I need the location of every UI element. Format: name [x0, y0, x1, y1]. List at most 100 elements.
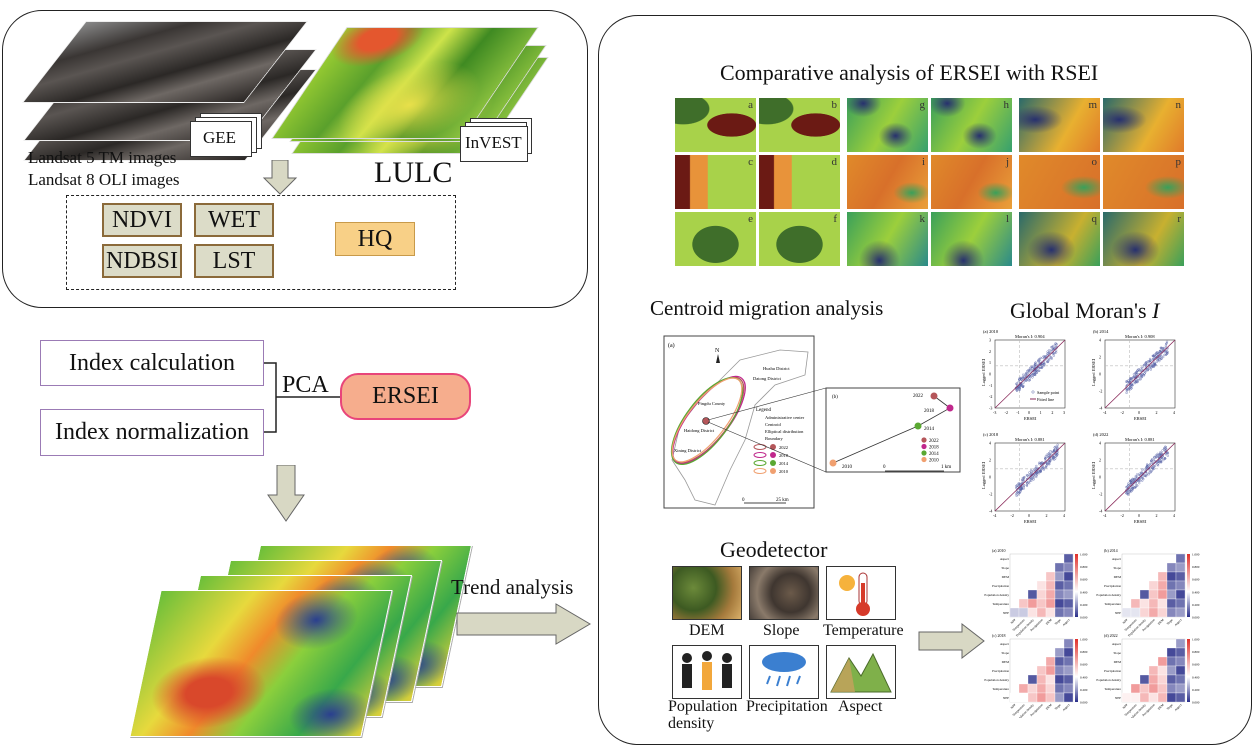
- invest-document-icon: [460, 126, 528, 162]
- sample-point: [1026, 477, 1029, 481]
- sample-point: [1033, 363, 1036, 366]
- y-axis-label: Lagged ERSEI: [1091, 461, 1096, 489]
- sample-point: [1141, 476, 1144, 479]
- gee-document-icon: [190, 121, 252, 157]
- sample-point: [1030, 365, 1033, 369]
- heatmap-cell: [1063, 562, 1074, 573]
- sample-point: [1028, 378, 1031, 381]
- heatmap-cell: [1045, 692, 1056, 703]
- svg-text:Fitted line: Fitted line: [1037, 397, 1054, 402]
- centroid-2010: [829, 459, 837, 467]
- row-label: NPP: [1115, 611, 1121, 615]
- heatmap-cell: [1175, 665, 1186, 676]
- x-tick: -4: [993, 513, 996, 518]
- x-tick: 2: [1156, 513, 1158, 518]
- sample-point: [1156, 463, 1159, 466]
- sample-point: [1155, 356, 1159, 359]
- sample-point: [1163, 457, 1167, 460]
- heatmap-cell: [1018, 598, 1029, 609]
- plot-label: (b) 2014: [1093, 329, 1109, 334]
- sample-point: [1134, 379, 1137, 382]
- heatmap-cell: [1130, 598, 1141, 609]
- sample-point: [1038, 461, 1041, 464]
- sample-point: [1142, 374, 1146, 377]
- sample-point: [1128, 381, 1131, 384]
- sample-point: [1055, 349, 1058, 352]
- colorbar-tick: 1.000: [1080, 553, 1088, 557]
- svg-text:2022: 2022: [913, 394, 924, 399]
- heatmap-cell: [1148, 674, 1159, 685]
- sample-point: [1144, 371, 1147, 374]
- heatmap-cell: [1027, 589, 1038, 600]
- heatmap-cell: [1148, 607, 1159, 618]
- sample-point: [1034, 370, 1037, 373]
- heatmap-cell: [1027, 598, 1038, 609]
- svg-text:Legend: Legend: [756, 408, 771, 413]
- sample-point: [1020, 483, 1024, 486]
- col-label: DEM: [1045, 703, 1053, 711]
- heatmap-cell: [1045, 656, 1056, 667]
- sample-point: [1130, 488, 1133, 491]
- sample-point: [1035, 474, 1038, 477]
- sample-point: [1156, 353, 1159, 356]
- col-label: Slope: [1054, 617, 1062, 625]
- x-tick: 4: [1173, 513, 1175, 518]
- fitted-line: [1104, 442, 1176, 512]
- landsat-8-label: Landsat 8 OLI images: [28, 170, 180, 189]
- heatmap-cell: [1148, 683, 1159, 694]
- heatmap-cell: [1063, 638, 1074, 649]
- comparative-title: Comparative analysis of ERSEI with RSEI: [720, 60, 1099, 85]
- panel-letter: f: [833, 213, 837, 225]
- sample-point: [1023, 375, 1026, 378]
- heatmap-cell: [1009, 607, 1020, 618]
- elliptical-distribution: [670, 375, 746, 466]
- sample-point: [1160, 351, 1164, 354]
- sample-point: [1040, 468, 1043, 472]
- colorbar-tick: 0.400: [1080, 675, 1088, 679]
- heatmap-cell: [1157, 674, 1168, 685]
- heatmap-cell: [1139, 607, 1150, 618]
- heatmap-cell: [1036, 665, 1047, 676]
- heatmap-cell: [1027, 674, 1038, 685]
- sample-point: [1025, 481, 1029, 484]
- heatmap-cell: [1175, 598, 1186, 609]
- panel-letter: c: [748, 156, 753, 168]
- sample-point: [1134, 376, 1137, 380]
- sample-point: [1125, 391, 1128, 394]
- svg-text:2014: 2014: [929, 452, 939, 457]
- fitted-line: [994, 339, 1066, 409]
- slope-image: [749, 566, 819, 620]
- sample-point: [1129, 388, 1132, 391]
- sample-point: [1139, 370, 1142, 373]
- panel-letter: r: [1177, 213, 1181, 225]
- heatmap-cell: [1148, 665, 1159, 676]
- sample-point: [1154, 363, 1157, 367]
- sample-point: [1135, 373, 1138, 376]
- x-axis-label: ERSEI: [1134, 416, 1147, 421]
- heatmap-cell: [1045, 665, 1056, 676]
- sample-point: [1131, 485, 1134, 488]
- row-label: Population density: [1096, 593, 1121, 597]
- row-label: Precipitation: [1104, 584, 1121, 588]
- y-tick: 3: [989, 338, 991, 343]
- sample-point: [1165, 340, 1169, 343]
- svg-text:2018: 2018: [924, 409, 935, 414]
- svg-text:Centroid: Centroid: [765, 422, 781, 427]
- analysis-panel: [598, 15, 1252, 745]
- plot-label: (d) 2022: [1093, 432, 1108, 437]
- heatmap-cell: [1166, 571, 1177, 582]
- heatmap-cell: [1166, 598, 1177, 609]
- x-tick: -4: [1103, 513, 1106, 518]
- panel-letter: e: [748, 213, 753, 225]
- comparison-map-d: d: [759, 155, 840, 209]
- sample-point: [1050, 346, 1053, 349]
- row-label: Population density: [984, 593, 1009, 597]
- sample-point: [1125, 387, 1129, 390]
- comparison-map-h: h: [931, 98, 1012, 152]
- wet-box: WET: [194, 203, 274, 237]
- row-label: Precipitation: [992, 669, 1009, 673]
- sample-point: [1024, 379, 1027, 382]
- col-label: DEM: [1157, 703, 1165, 711]
